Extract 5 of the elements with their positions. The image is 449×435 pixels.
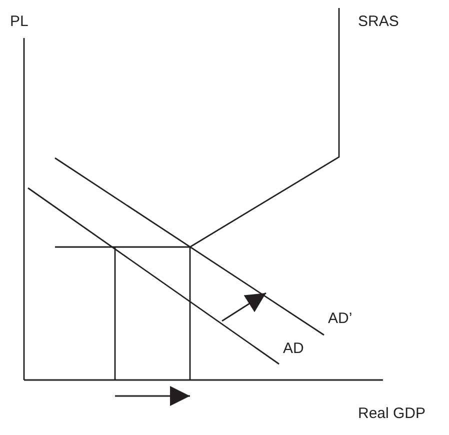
curve-label: SRAS: [358, 14, 399, 29]
curve-label: AD: [283, 341, 304, 356]
curve-label: AD’: [328, 311, 352, 326]
axis-label: PL: [10, 14, 28, 29]
axis-label: Real GDP: [358, 406, 426, 421]
